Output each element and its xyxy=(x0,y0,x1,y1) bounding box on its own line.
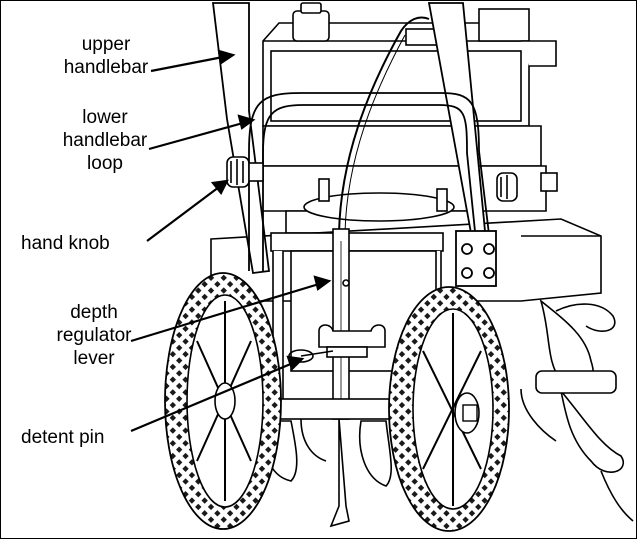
left-wheel xyxy=(164,272,282,530)
callout-upper-handlebar-line-1: upper xyxy=(81,34,131,55)
callout-depth-regulator-lever-line-1: depth xyxy=(70,302,118,323)
callout-depth-regulator-lever: depth regulator lever xyxy=(39,301,149,370)
callout-arrows xyxy=(130,49,332,433)
callout-hand-knob: hand knob xyxy=(21,232,151,255)
right-wheel xyxy=(388,286,510,532)
detent-pin-shape xyxy=(288,349,334,363)
callout-lower-handlebar-loop-line-3: loop xyxy=(87,153,123,174)
engine-housing xyxy=(262,2,557,167)
right-tines xyxy=(520,298,634,522)
callout-depth-regulator-lever-line-2: regulator xyxy=(56,325,132,346)
depth-regulator-lever-shape xyxy=(318,228,386,420)
callout-upper-handlebar: upper handlebar xyxy=(41,33,171,79)
callout-upper-handlebar-line-2: handlebar xyxy=(63,57,149,78)
callout-detent-pin-text: detent pin xyxy=(21,427,105,448)
lower-handlebar-loop-shape xyxy=(248,92,497,287)
callout-lower-handlebar-loop-line-2: handlebar xyxy=(62,130,148,151)
callout-lower-handlebar-loop-line-1: lower xyxy=(82,107,128,128)
hand-knob-shape xyxy=(226,156,518,202)
center-tines xyxy=(263,418,392,528)
callout-depth-regulator-lever-line-3: lever xyxy=(73,348,115,369)
callout-lower-handlebar-loop: lower handlebar loop xyxy=(37,106,173,175)
callout-detent-pin: detent pin xyxy=(21,426,151,449)
control-cable-inner xyxy=(344,34,406,234)
control-cable xyxy=(338,16,430,234)
callout-hand-knob-text: hand knob xyxy=(21,233,110,254)
